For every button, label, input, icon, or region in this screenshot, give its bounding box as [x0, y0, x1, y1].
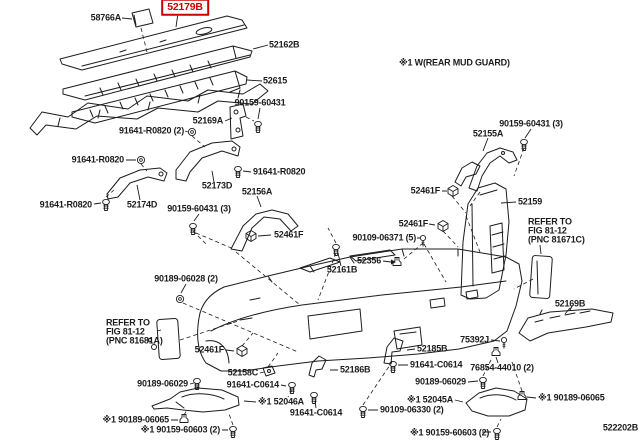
part-label-52155a: 52155A — [472, 128, 504, 139]
part-label-pnc-81681a: (PNC 81681A) — [106, 335, 163, 346]
part-label-52173d: 52173D — [201, 180, 233, 191]
part-art-upper-clip-bracket — [454, 161, 481, 187]
part-label-52461f: 52461F — [274, 229, 304, 240]
part-label-91641-c0614: 91641-C0614 — [410, 359, 463, 370]
part-label-refer-to: REFER TO — [106, 317, 150, 328]
part-art-bracket-52185b — [383, 337, 404, 365]
arrowhead-52356 — [391, 259, 396, 265]
part-label-52159: 52159 — [518, 196, 543, 207]
part-label-1-52045a: ※1 52045A — [407, 394, 453, 405]
part-art-side-support-52159 — [460, 182, 510, 300]
part-label-91641-r0820-2: 91641-R0820 (2) — [118, 125, 184, 136]
part-art-pad-58766a — [131, 8, 154, 28]
part-label-91641-c0614: 91641-C0614 — [226, 379, 280, 390]
part-label-52174d: 52174D — [126, 199, 158, 210]
part-art-foam-blocks — [29, 83, 269, 136]
part-label-91641-c0614: 91641-C0614 — [289, 407, 343, 418]
part-label-pnc-81671c: (PNC 81671C) — [528, 234, 585, 245]
part-art-arm-52174d — [106, 167, 168, 200]
part-label-90189-06029: 90189-06029 — [137, 378, 188, 389]
part-art-clip-52158c — [262, 365, 276, 377]
part-label-52356: 52356 — [356, 255, 381, 266]
part-label-refer-to: REFER TO — [528, 216, 572, 227]
part-label-fig-81-12: FIG 81-12 — [528, 225, 567, 236]
part-art-reflector-left — [148, 317, 181, 360]
part-label-52461f: 52461F — [398, 218, 429, 229]
part-art-step-panel-52162b — [62, 45, 253, 101]
part-label-91641-r0820: 91641-R0820 — [71, 154, 125, 165]
part-label-90189-06029: 90189-06029 — [415, 376, 466, 387]
part-art-bracket-52186b — [308, 355, 327, 378]
part-label-91641-r0820: 91641-R0820 — [39, 199, 93, 210]
label-leader-lines — [93, 12, 571, 433]
part-label-1-52046a: ※1 52046A — [258, 396, 304, 407]
part-label-1-90159-60603-2: ※1 90159-60603 (2) — [140, 424, 220, 435]
part-label-90109-06371-5: 90109-06371 (5) — [352, 232, 416, 243]
part-label-52169a: 52169A — [192, 115, 224, 126]
part-label-90159-60431-3: 90159-60431 (3) — [167, 203, 231, 214]
part-label-52185b: 52185B — [417, 343, 448, 354]
part-label-52169b: 52169B — [554, 298, 586, 309]
part-label-1-90159-60603-2: ※1 90159-60603 (2) — [410, 427, 490, 438]
part-label-90159-60431: 90159-60431 — [234, 97, 286, 108]
part-art-bumper-cover — [197, 248, 523, 372]
part-label-52162b: 52162B — [269, 39, 300, 50]
part-art-reinforcement-52179b — [59, 15, 248, 71]
part-label-90189-06028-2: 90189-06028 (2) — [154, 273, 218, 284]
part-label-90159-60431-3: 90159-60431 (3) — [499, 118, 563, 129]
mudguard-note: ※1 W(REAR MUD GUARD) — [399, 57, 510, 68]
part-art-pad-52169b — [518, 305, 614, 342]
part-label-58766a: 58766A — [90, 12, 122, 23]
part-label-52156a: 52156A — [241, 186, 273, 197]
assembly-dashed-lines — [105, 27, 534, 428]
part-label-1-90189-06065: ※1 90189-06065 — [102, 414, 169, 425]
part-label-76854-44010-2: 76854-44010 (2) — [470, 362, 534, 373]
part-label-90109-06330-2: 90109-06330 (2) — [380, 404, 444, 415]
part-label-52158c: 52158C — [227, 367, 259, 378]
part-art-mudguard-52045a — [465, 387, 528, 417]
part-label-52186b: 52186B — [340, 364, 371, 375]
figure-code: 522202B — [602, 422, 638, 433]
part-art-mudguard-52046a — [151, 387, 240, 413]
part-label-75392j: 75392J — [460, 334, 489, 345]
part-label-52461f: 52461F — [410, 185, 441, 196]
part-art-bracket-52169a — [229, 103, 247, 140]
part-label-52179b: 52179B — [161, 0, 209, 16]
part-art-reflector-right — [529, 255, 553, 299]
part-label-91641-r0820: 91641-R0820 — [253, 166, 306, 177]
part-art-bracket-52156a — [230, 209, 299, 252]
part-label-52161b: 52161B — [326, 264, 358, 275]
part-art-bracket-52155a — [468, 147, 518, 192]
part-label-1-90189-06065: ※1 90189-06065 — [538, 392, 605, 403]
part-label-52461f: 52461F — [194, 344, 225, 355]
part-art-absorber-52615 — [71, 70, 248, 124]
part-art-arm-52173d — [175, 140, 241, 182]
part-label-fig-81-12: FIG 81-12 — [106, 326, 145, 337]
part-label-52615: 52615 — [263, 75, 288, 86]
